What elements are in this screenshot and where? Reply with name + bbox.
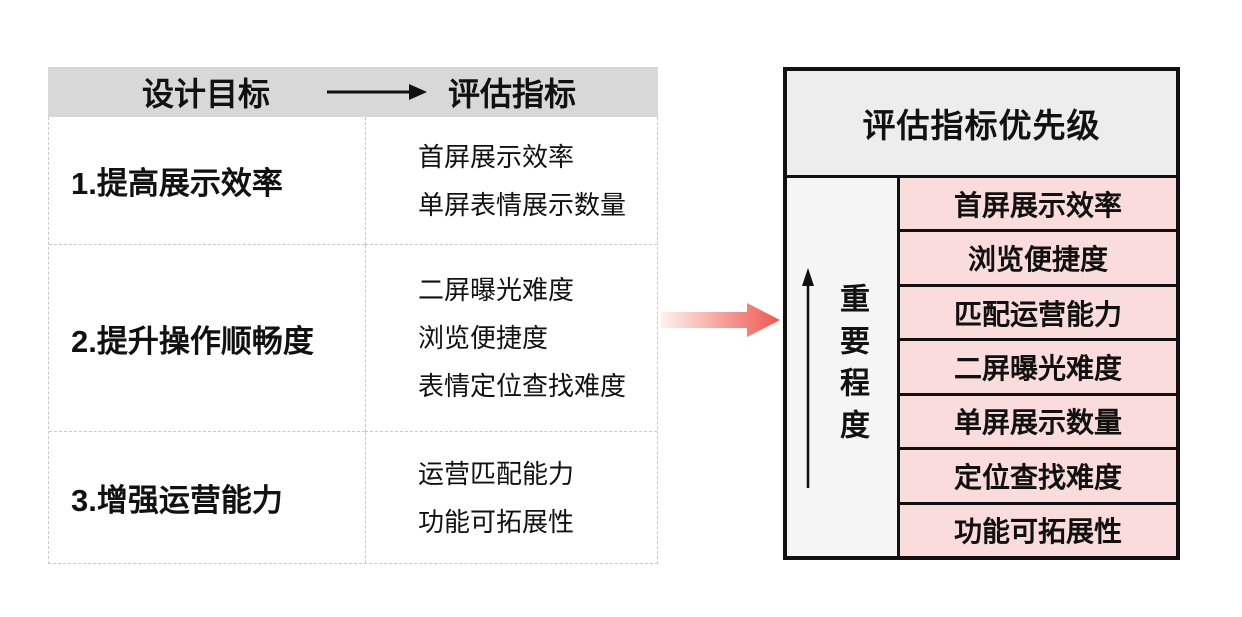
goal-cell-1: 1.提高展示效率 <box>49 117 365 245</box>
priority-panel-title: 评估指标优先级 <box>787 71 1176 178</box>
metric-line: 浏览便捷度 <box>418 323 549 353</box>
importance-axis: 重要程度 <box>787 178 900 556</box>
goal-cell-2: 2.提升操作顺畅度 <box>49 245 365 432</box>
table-header: 设计目标 评估指标 <box>48 67 658 117</box>
goal-to-metric-table: 设计目标 评估指标 1.提高展示效率 首屏展示效率 单屏表情展示数量 2.提升操… <box>48 67 658 564</box>
priority-item-3: 匹配运营能力 <box>900 283 1176 339</box>
metric-line: 首屏展示效率 <box>418 141 575 172</box>
maps-to-arrow-icon <box>327 84 427 100</box>
metric-cell-2: 二屏曝光难度 浏览便捷度 表情定位查找难度 <box>365 245 657 432</box>
priority-item-2: 浏览便捷度 <box>900 229 1176 284</box>
priority-item-7: 功能可拓展性 <box>900 501 1176 556</box>
metric-cell-3: 运营匹配能力 功能可拓展性 <box>365 432 657 563</box>
metric-line: 表情定位查找难度 <box>418 371 627 401</box>
metric-line: 功能可拓展性 <box>418 506 575 537</box>
priority-item-1: 首屏展示效率 <box>900 178 1176 230</box>
table-body: 1.提高展示效率 首屏展示效率 单屏表情展示数量 2.提升操作顺畅度 二屏曝光难… <box>48 117 658 564</box>
priority-item-4: 二屏曝光难度 <box>900 338 1176 393</box>
priority-panel-body: 重要程度 首屏展示效率 浏览便捷度 匹配运营能力 二屏曝光难度 单屏展示数量 定… <box>787 178 1176 556</box>
priority-panel: 评估指标优先级 重要程度 首屏展示效率 浏览便捷度 匹配运营能力 二屏曝光难度 … <box>783 67 1180 560</box>
header-metric-label: 评估指标 <box>448 76 577 112</box>
priority-item-5: 单屏展示数量 <box>900 392 1176 448</box>
metric-cell-1: 首屏展示效率 单屏表情展示数量 <box>365 117 657 245</box>
metric-line: 单屏表情展示数量 <box>418 189 627 220</box>
priority-item-6: 定位查找难度 <box>900 447 1176 502</box>
flow-right-arrow-icon <box>661 303 780 337</box>
metric-line: 二屏曝光难度 <box>418 275 575 305</box>
header-goal-label: 设计目标 <box>141 76 270 112</box>
importance-axis-label: 重要程度 <box>835 283 868 451</box>
up-arrow-icon <box>802 268 814 488</box>
goal-cell-3: 3.增强运营能力 <box>71 483 283 518</box>
priority-items: 首屏展示效率 浏览便捷度 匹配运营能力 二屏曝光难度 单屏展示数量 定位查找难度… <box>900 178 1176 556</box>
metric-line: 运营匹配能力 <box>418 458 575 489</box>
